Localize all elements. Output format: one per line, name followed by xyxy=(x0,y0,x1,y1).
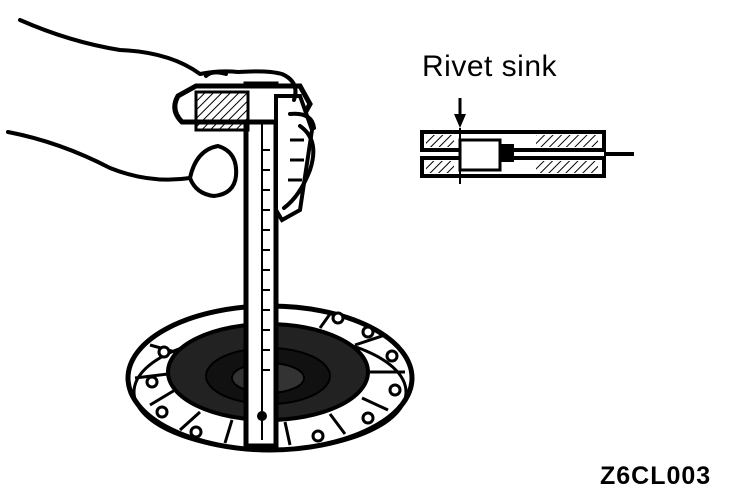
rivet-sink-label: Rivet sink xyxy=(422,50,558,83)
figure-code: Z6CL003 xyxy=(600,462,712,490)
hand xyxy=(6,18,316,210)
rivet-sink-detail xyxy=(420,98,634,184)
